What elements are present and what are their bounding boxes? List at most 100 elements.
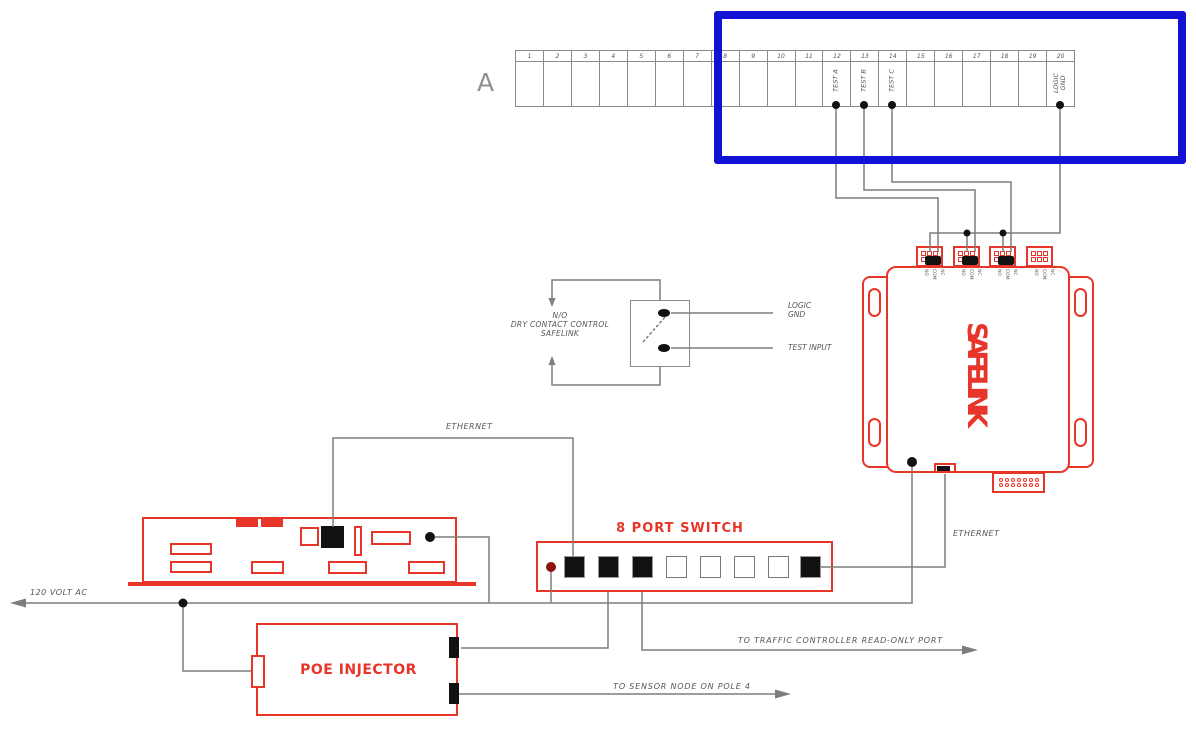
terminal-5: 5 (626, 51, 655, 106)
board-component (371, 531, 411, 545)
switch-title: 8 PORT SWITCH (616, 521, 744, 536)
switch-port-7 (768, 556, 789, 578)
dry-contact-note: N/O DRY CONTACT CONTROL SAFELINK (510, 311, 610, 338)
board-component (170, 561, 212, 573)
mount-hole (868, 288, 881, 317)
board-baseline (128, 582, 476, 586)
terminal-15: 15 (906, 51, 935, 106)
switch-port-6 (734, 556, 755, 578)
terminal-19: 19 (1018, 51, 1047, 106)
wire-120v-bus (24, 467, 913, 604)
junction-dots (178, 101, 1064, 608)
terminal-13: 13 (850, 51, 879, 106)
wire-board-power (435, 536, 490, 603)
power-label: 120 VOLT AC (30, 588, 88, 597)
terminal-3: 3 (570, 51, 599, 106)
terminal-6: 6 (654, 51, 683, 106)
board-component (408, 561, 445, 574)
poe-injector-title: POE INJECTOR (300, 662, 417, 678)
wire-logic-gnd (929, 107, 1061, 252)
pin-label-com: COM (968, 269, 973, 280)
relay-wire-blob (925, 256, 941, 265)
safelink-bottom-connector (992, 472, 1045, 493)
arrow-120v (10, 598, 26, 608)
sensor-node-label: TO SENSOR NODE ON POLE 4 (613, 682, 751, 691)
pin-label-com: COM (1004, 269, 1009, 280)
terminal-16: 16 (934, 51, 963, 106)
ethernet-label-safelink: ETHERNET (953, 529, 1000, 538)
dry-contact-bracket-top (551, 279, 661, 300)
terminal-9: 9 (738, 51, 767, 106)
terminal-row-label: A (477, 68, 495, 97)
pin-label-no: NO (996, 269, 1001, 276)
terminal-14: 14 (878, 51, 907, 106)
test-input-label: TEST INPUT (788, 343, 832, 352)
arrowheads (10, 298, 978, 699)
board-component (170, 543, 212, 555)
board-component (354, 526, 362, 556)
wire-poe-power (182, 603, 255, 672)
traffic-controller-label: TO TRAFFIC CONTROLLER READ-ONLY PORT (738, 636, 943, 645)
board-component (251, 561, 284, 574)
logic-gnd-label: LOGIC GND (788, 301, 812, 319)
relay-terminal-4 (1026, 246, 1053, 267)
wire-test-c (891, 107, 1012, 252)
board-component (261, 518, 283, 527)
pin-label-nc: NC (1012, 269, 1017, 276)
pin-label-no: NO (960, 269, 965, 276)
pin-label-nc: NC (976, 269, 981, 276)
mount-hole (1074, 288, 1087, 317)
arrow-traffic (962, 645, 978, 655)
pin-label-no: NO (923, 269, 928, 276)
switch-port-3 (632, 556, 653, 578)
wire-switch-poe (461, 592, 609, 649)
switch-power-dot (546, 562, 556, 572)
pin-label-nc: NC (939, 269, 944, 276)
mount-hole (868, 418, 881, 447)
switch-port-2 (598, 556, 619, 578)
terminal-12: 12 (822, 51, 851, 106)
ethernet-label-top: ETHERNET (446, 422, 493, 431)
terminal-7: 7 (682, 51, 711, 106)
switch-port-8 (800, 556, 821, 578)
pin-label-no: NO (1033, 269, 1038, 276)
poe-port-out-bottom (449, 683, 459, 704)
terminal-20: 20 (1046, 51, 1075, 106)
board-component (300, 527, 319, 546)
wire-ethernet-safelink (820, 474, 946, 568)
wire-test-b (863, 107, 976, 252)
poe-power-inlet (251, 655, 265, 688)
arrow-up (548, 356, 556, 365)
arrow-sensor (775, 689, 791, 699)
terminal-18: 18 (990, 51, 1019, 106)
pin-label-com: COM (931, 269, 936, 280)
terminal-17: 17 (962, 51, 991, 106)
relay-wire-blob (962, 256, 978, 265)
highlight-rectangle (714, 11, 1186, 164)
safelink-ethernet-port (934, 463, 956, 473)
relay-arm (642, 315, 667, 343)
relay-wire-blob (998, 256, 1014, 265)
switch-port-5 (700, 556, 721, 578)
board-component (236, 518, 258, 527)
poe-port-out-top (449, 637, 459, 658)
mount-hole (1074, 418, 1087, 447)
terminal-10: 10 (766, 51, 795, 106)
safelink-title: SAFELINK (961, 322, 992, 422)
terminal-8: 8 (710, 51, 739, 106)
pin-label-com: COM (1041, 269, 1046, 280)
switch-port-4 (666, 556, 687, 578)
pin-label-nc: NC (1049, 269, 1054, 276)
safelink-body (886, 266, 1070, 473)
terminal-4: 4 (598, 51, 627, 106)
arrow-down (548, 298, 556, 307)
wire-test-a (835, 107, 939, 252)
board-ethernet-port (321, 526, 344, 548)
terminal-2: 2 (542, 51, 571, 106)
switch-port-1 (564, 556, 585, 578)
wire-ethernet-board-switch (332, 437, 574, 557)
terminal-1: 1 (516, 51, 543, 106)
signal-wires (24, 107, 1061, 695)
